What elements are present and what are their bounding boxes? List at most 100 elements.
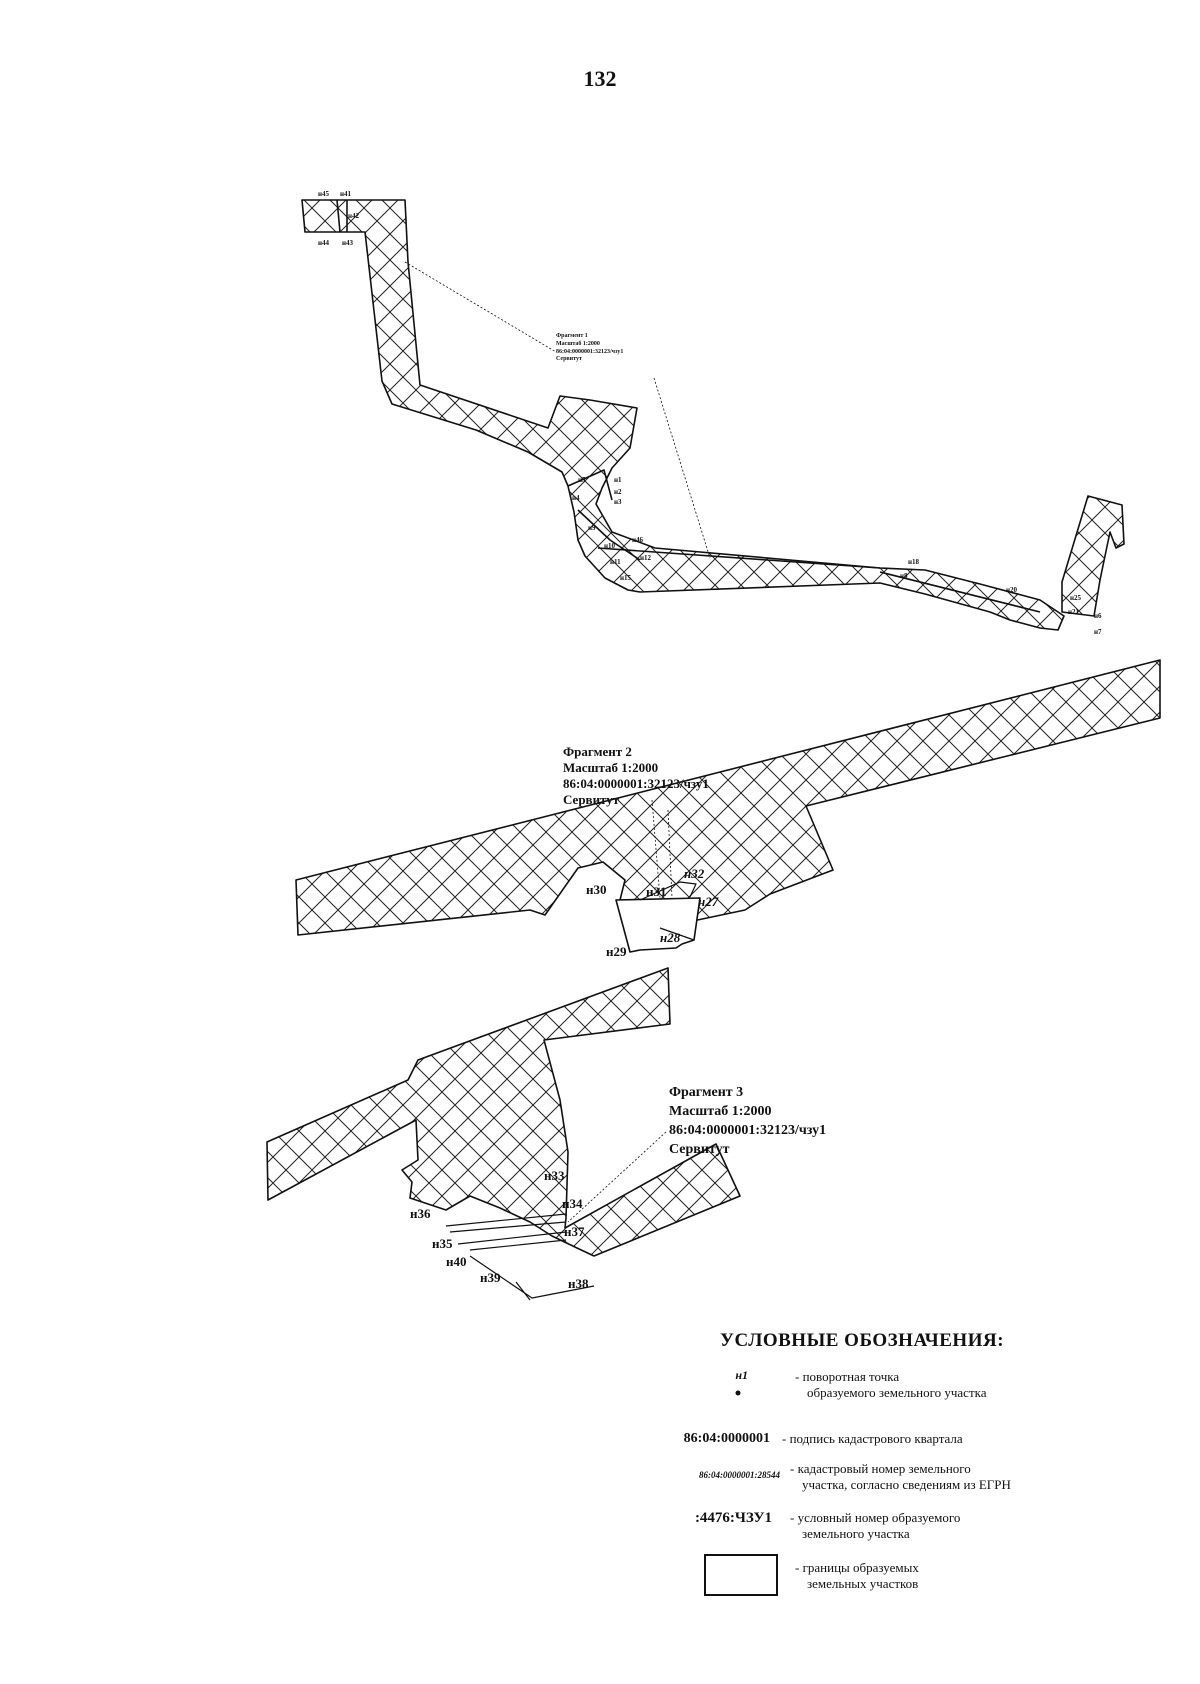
inner-boundary [449,1221,567,1233]
fragment-cadastral: 86:04:0000001:32123/чзу1 [563,775,709,791]
point-label: н30 [586,882,607,897]
fragment-1-map [301,199,1125,631]
leader-line [667,809,673,899]
point-label: н7 [1094,628,1102,636]
legend-text: земельного участка [802,1526,910,1542]
point-label: н21 [1068,608,1080,616]
point-label: н9 [588,524,596,532]
leader-line [651,799,661,899]
legend-text: образуемого земельного участка [807,1385,987,1401]
point-label: н8 [900,572,908,580]
point-label: н40 [446,1254,467,1269]
legend-text: - условный номер образуемого [790,1510,961,1525]
point-label: н2 [614,488,622,496]
point-label: н41 [340,190,352,198]
legend-text: участка, согласно сведениям из ЕГРН [802,1477,1011,1493]
point-label: н32 [684,866,705,881]
point-label: н37 [564,1224,585,1239]
fragment-2-notch [615,897,701,953]
page-number: 132 [583,66,617,91]
legend-item-quarter: - подпись кадастрового квартала [782,1431,963,1447]
point-label: н46 [632,536,644,544]
fragment-1-label: Фрагмент 1 Масштаб 1:2000 86:04:0000001:… [556,333,623,364]
point-label: н36 [410,1206,431,1221]
legend-text: - подпись кадастрового квартала [782,1431,963,1446]
point-label: н31 [646,884,667,899]
fragment-scale: Масштаб 1:2000 [669,1103,772,1119]
fragment-cadastral: 86:04:0000001:32123/чзу1 [669,1122,827,1138]
point-label: н3 [614,498,622,506]
point-label: н28 [660,930,681,945]
point-label: н45 [318,190,330,198]
inner-boundary [336,199,341,233]
point-label: н34 [562,1196,583,1211]
inner-boundary [639,881,697,901]
legend-text: - границы образуемых [795,1560,919,1575]
point-label: н33 [544,1168,565,1183]
point-label: н12 [640,554,652,562]
fragment-3-parcel [266,967,741,1257]
inner-boundary [659,927,695,941]
turning-point-icon [735,1390,741,1396]
point-label: н4 [572,494,580,502]
legend-symbol-quarter: 86:04:0000001 [683,1431,770,1446]
fragment-1-parcel [301,199,1065,631]
point-label: н39 [480,1270,501,1285]
point-label: н11 [610,558,621,566]
legend-item-conditional: - условный номер образуемого земельного … [790,1510,960,1543]
point-label: н44 [318,239,330,247]
fragment-type: Сервитут [563,791,620,807]
legend-symbol-cadastral: 86:04:0000001:28544 [699,1470,780,1480]
point-label: н20 [1006,586,1018,594]
inner-boundary [445,1213,567,1227]
inner-boundary [577,509,641,561]
point-label: н25 [1070,594,1082,602]
legend-symbol-conditional: :4476:ЧЗУ1 [694,1510,772,1526]
point-label: н5 [578,476,586,484]
legend-text: - поворотная точка [795,1369,900,1384]
fragment-2-inner [639,881,697,941]
fragment-1-inner-boundaries [336,199,1041,613]
legend-title: УСЛОВНЫЕ ОБОЗНАЧЕНИЯ: [720,1330,1005,1351]
legend-text: - кадастровый номер земельного [790,1461,971,1476]
point-label: н43 [342,239,354,247]
fragment-2-parcel [295,659,1161,936]
fragment-type: Сервитут [556,356,582,363]
fragment-3-inner [445,1213,595,1301]
leader-line [404,261,557,353]
fragment-2-map [295,659,1161,953]
fragment-scale: Масштаб 1:2000 [563,759,659,775]
point-label: н29 [606,944,627,959]
legend-symbol-point: н1 [735,1368,748,1382]
fragment-1-parcel-east [1061,495,1125,617]
fragment-scale: Масштаб 1:2000 [556,340,600,347]
inner-boundary [457,1231,567,1245]
legend-item-boundary: - границы образуемых земельных участков [795,1560,919,1593]
parcel-boundary-icon [704,1554,778,1596]
point-label: н10 [604,542,616,550]
point-label: н1 [614,476,622,484]
point-label: н38 [568,1276,589,1291]
inner-boundary [879,571,1041,613]
fragment-title: Фрагмент 1 [556,333,588,339]
point-label: н6 [1094,612,1102,620]
inner-boundary [515,1281,531,1301]
fragment-type: Сервитут [669,1141,730,1157]
legend-graphics [704,1390,778,1596]
legend-text: земельных участков [807,1576,919,1592]
fragment-2-label: Фрагмент 2 Масштаб 1:2000 86:04:0000001:… [563,744,709,807]
legend-item-cadastral: - кадастровый номер земельного участка, … [790,1461,1011,1494]
inner-boundary [469,1239,567,1251]
fragment-title: Фрагмент 3 [669,1085,744,1100]
fragment-3-label: Фрагмент 3 Масштаб 1:2000 86:04:0000001:… [669,1084,826,1160]
point-label: н15 [620,574,632,582]
point-label: н27 [698,894,719,909]
fragment-3-map [266,967,741,1301]
fragment-1-leader-lines [404,261,711,559]
point-label: н18 [908,558,920,566]
fragment-title: Фрагмент 2 [563,744,632,759]
point-label: н42 [348,212,360,220]
inner-boundary [469,1255,595,1299]
inner-boundary [597,547,881,569]
